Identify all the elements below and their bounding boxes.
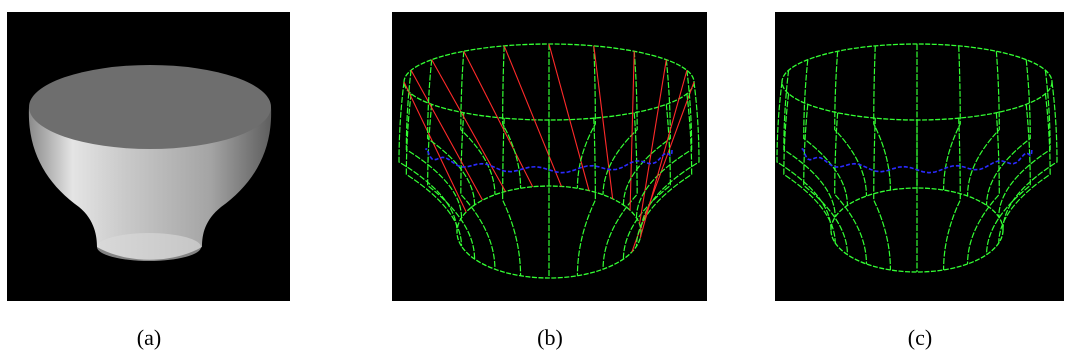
correspondence-line (503, 45, 562, 187)
shaded-vase-panel (7, 12, 290, 301)
correspondence-line (463, 51, 534, 187)
wire-meridian (966, 112, 1000, 264)
vase-base (97, 233, 201, 261)
wireframe-correspondence-render (398, 43, 700, 279)
correspondence-line (629, 51, 635, 211)
wire-meridian (873, 45, 892, 191)
wire-meridian (834, 112, 868, 264)
correspondence-line (593, 45, 614, 199)
wire-meridian (622, 104, 671, 260)
wire-meridian (966, 51, 1000, 197)
correspondence-line (548, 43, 590, 191)
wire-meridian (776, 81, 832, 231)
wire-meridian (576, 118, 596, 276)
wire-meridian (998, 70, 1051, 218)
wire-meridian (622, 59, 671, 205)
wire-meridian (460, 112, 496, 270)
correspondence-line (638, 59, 667, 224)
wire-meridian (985, 104, 1031, 255)
wire-meridian (502, 118, 522, 276)
wire-meridian (398, 81, 458, 233)
caption-b: (b) (537, 325, 563, 350)
wire-meridian (602, 112, 638, 270)
boundary-curve (425, 148, 673, 174)
wireframe-panel (775, 12, 1064, 301)
wire-meridian (576, 45, 596, 189)
wire-meridian (640, 81, 700, 233)
caption-a: (a) (136, 325, 162, 350)
correspondence-line (403, 81, 467, 213)
wire-meridian (873, 118, 892, 270)
wire-meridian (602, 51, 638, 195)
wire-meridian (1002, 81, 1058, 231)
wire-meridian (460, 51, 496, 195)
wire-meridian (635, 70, 693, 218)
wire-meridian (942, 45, 961, 191)
shaded-vase-render (28, 65, 272, 261)
correspondence-line (410, 69, 484, 201)
caption-c: (c) (907, 325, 933, 350)
wire-meridian (803, 104, 849, 255)
vase-body (28, 107, 272, 260)
wire-meridian (427, 104, 476, 260)
vase-top-face (29, 65, 271, 149)
wire-meridian (427, 59, 476, 205)
wire-meridian (985, 59, 1031, 206)
wire-meridian (783, 70, 836, 218)
wireframe-correspondence-panel (392, 12, 707, 301)
wire-meridian (502, 45, 522, 189)
wire-meridian (405, 70, 463, 218)
wire-meridian (942, 118, 961, 270)
wire-meridian (834, 51, 868, 197)
correspondence-line (431, 59, 506, 192)
wire-meridian (635, 93, 693, 247)
wire-meridian (783, 93, 836, 243)
wire-meridian (803, 59, 849, 206)
wire-meridian (998, 93, 1051, 243)
boundary-curve (801, 148, 1033, 174)
wireframe-render (776, 43, 1058, 273)
